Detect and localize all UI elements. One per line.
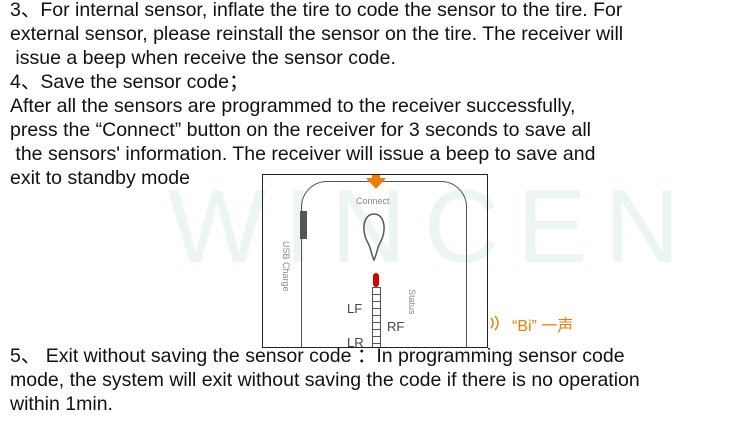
rf-label: RF xyxy=(387,319,405,334)
connect-label: Connect xyxy=(356,196,390,206)
receiver-body xyxy=(301,181,467,347)
lr-label: LR xyxy=(347,335,364,348)
sensor-position-bar xyxy=(372,287,381,347)
paragraph-line: the sensors' information. The receiver w… xyxy=(10,143,596,165)
receiver-diagram: Connect USB Charge Status LF RF LR xyxy=(262,174,488,348)
lf-label: LF xyxy=(347,301,363,316)
paragraph-line: mode, the system will exit without savin… xyxy=(10,369,640,391)
paragraph-line: press the “Connect” button on the receiv… xyxy=(10,119,591,141)
usb-port xyxy=(300,211,307,239)
paragraph-line: external sensor, please reinstall the se… xyxy=(10,23,624,45)
brand-watermark: WINCEN xyxy=(168,169,698,285)
paragraph-line: After all the sensors are programmed to … xyxy=(10,95,576,117)
beep-text: “Bi” 一声 xyxy=(512,318,574,335)
paragraph-line: within 1min. xyxy=(10,393,113,415)
paragraph-line: 4、Save the sensor code； xyxy=(10,71,249,93)
press-arrow-icon xyxy=(366,175,386,189)
status-label: Status xyxy=(407,289,417,315)
connect-button-icon xyxy=(363,213,385,262)
paragraph-line: 3、For internal sensor, inflate the tire … xyxy=(10,0,623,21)
paragraph-line: issue a beep when receive the sensor cod… xyxy=(10,47,396,69)
usb-charge-label: USB Charge xyxy=(281,241,291,292)
paragraph-line: 5、 Exit without saving the sensor code ：… xyxy=(10,345,625,367)
paragraph-line: exit to standby mode xyxy=(10,167,190,189)
beep-sound-icon xyxy=(490,315,499,331)
status-led xyxy=(373,273,379,287)
